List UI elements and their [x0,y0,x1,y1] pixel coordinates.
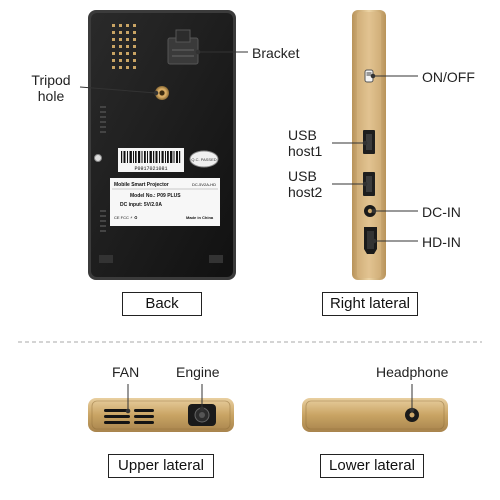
engine-label: Engine [176,364,220,380]
barcode-sticker: P0917021081 [118,148,184,172]
svg-text:P0917021081: P0917021081 [134,166,167,172]
svg-text:Made in China: Made in China [186,215,214,220]
fan-label: FAN [112,364,140,380]
svg-text:Q.C. PASSED: Q.C. PASSED [191,157,216,162]
svg-text:CE FCC ⚡ ♻: CE FCC ⚡ ♻ [114,215,138,220]
caption-upper-lateral: Upper lateral [108,454,214,478]
usb-host1-label: USB host1 [288,127,323,159]
spec-label: Mobile Smart Projector DC-5V2A-HD Model … [110,178,220,226]
headphone-label: Headphone [376,364,449,380]
on-off-label: ON/OFF [422,69,475,85]
svg-text:DC-5V2A-HD: DC-5V2A-HD [192,182,216,187]
dc-in-label: DC-IN [422,204,461,220]
caption-back: Back [122,292,202,316]
tripod-hole-label: Tripod hole [31,72,71,104]
caption-lower-lateral: Lower lateral [320,454,424,478]
speaker-grille [112,24,136,69]
svg-text:Model No.: P09 PLUS: Model No.: P09 PLUS [130,193,181,199]
back-view: P0917021081 Q.C. PASSED Mobile Smart Pro… [88,10,236,280]
leader-lines [79,49,418,414]
right-lateral-view [352,10,386,280]
svg-text:DC input: 5V/2.0A: DC input: 5V/2.0A [120,202,162,208]
svg-text:Mobile Smart Projector: Mobile Smart Projector [114,182,169,188]
side-vents [100,106,106,232]
fan-vents [104,409,154,424]
qc-badge [189,150,219,168]
lower-lateral-view [302,398,448,432]
bracket-label: Bracket [252,45,300,61]
upper-lateral-view [88,398,234,432]
hd-in-label: HD-IN [422,234,461,250]
usb-host2-label: USB host2 [288,168,323,200]
caption-right-lateral: Right lateral [322,292,418,316]
